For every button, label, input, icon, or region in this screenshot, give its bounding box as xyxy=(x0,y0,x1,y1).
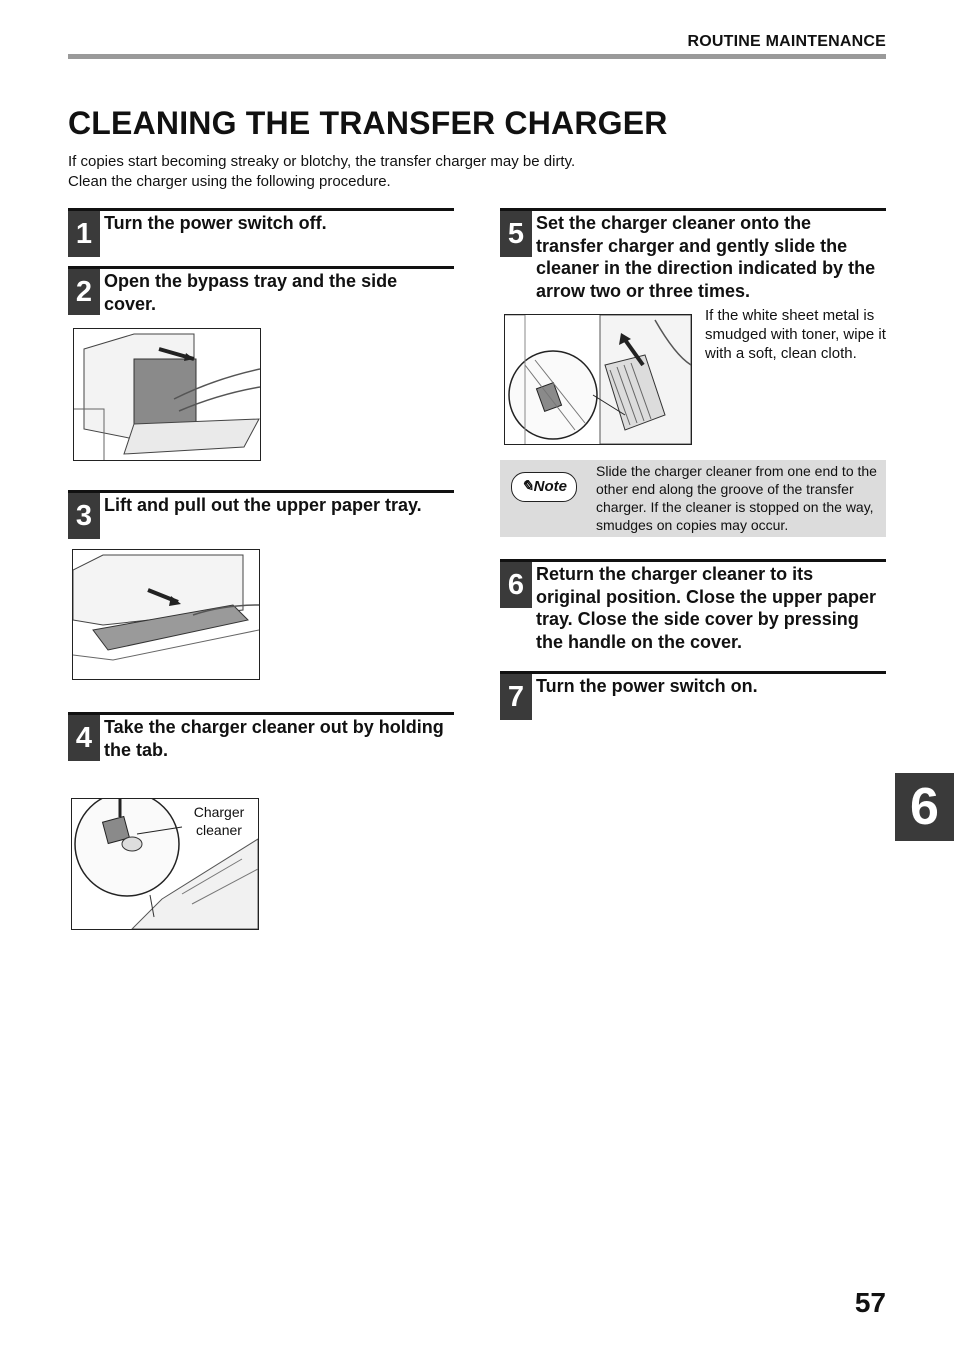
step-2: 2 Open the bypass tray and the side cove… xyxy=(68,266,454,317)
step-text: Return the charger cleaner to its origin… xyxy=(536,564,877,652)
step-number: 4 xyxy=(68,715,100,761)
note-badge-label: Note xyxy=(533,478,567,495)
step-5: 5 Set the charger cleaner onto the trans… xyxy=(500,208,886,306)
page-title: CLEANING THE TRANSFER CHARGER xyxy=(68,105,668,141)
figure-label-line-2: cleaner xyxy=(196,822,242,838)
step-text: Turn the power switch on. xyxy=(536,676,758,696)
header-rule xyxy=(68,54,886,59)
step-6: 6 Return the charger cleaner to its orig… xyxy=(500,559,886,657)
step-text: Turn the power switch off. xyxy=(104,213,327,233)
step-number: 7 xyxy=(500,674,532,720)
page-number: 57 xyxy=(854,1287,886,1318)
step-text: Lift and pull out the upper paper tray. xyxy=(104,495,422,515)
step-4: 4 Take the charger cleaner out by holdin… xyxy=(68,712,454,763)
copier-side-cover-illustration xyxy=(74,329,260,460)
step-text: Take the charger cleaner out by holding … xyxy=(104,717,444,760)
chapter-tab: 6 xyxy=(895,773,954,841)
note-badge: ✎Note xyxy=(511,472,577,502)
step-7: 7 Turn the power switch on. xyxy=(500,671,886,720)
step-3: 3 Lift and pull out the upper paper tray… xyxy=(68,490,454,539)
note-text: Slide the charger cleaner from one end t… xyxy=(596,463,877,533)
figure-open-side-cover xyxy=(73,328,261,461)
copier-paper-tray-illustration xyxy=(73,550,259,679)
step-number: 2 xyxy=(68,269,100,315)
charger-cleaner-illustration xyxy=(72,799,258,929)
figure-slide-cleaner xyxy=(504,314,692,445)
step-1: 1 Turn the power switch off. xyxy=(68,208,454,257)
step-number: 6 xyxy=(500,562,532,608)
intro-text: If copies start becoming streaky or blot… xyxy=(68,152,575,192)
pencil-icon: ✎ xyxy=(521,478,534,495)
transfer-charger-illustration xyxy=(505,315,691,444)
figure-pull-paper-tray xyxy=(72,549,260,680)
figure-charger-cleaner: Charger cleaner xyxy=(71,798,259,930)
step-text: Open the bypass tray and the side cover. xyxy=(104,271,398,314)
step-number: 3 xyxy=(68,493,100,539)
charger-cleaner-label: Charger cleaner xyxy=(184,803,254,839)
step-number: 1 xyxy=(68,211,100,257)
figure-label-line-1: Charger xyxy=(193,804,245,820)
step-number: 5 xyxy=(500,211,532,257)
section-header: ROUTINE MAINTENANCE xyxy=(687,33,886,50)
intro-line-2: Clean the charger using the following pr… xyxy=(68,173,391,190)
intro-line-1: If copies start becoming streaky or blot… xyxy=(68,153,576,170)
step-text: Set the charger cleaner onto the transfe… xyxy=(536,213,876,301)
step5-side-note: If the white sheet metal is smudged with… xyxy=(705,307,886,362)
note-box: ✎Note Slide the charger cleaner from one… xyxy=(500,460,886,537)
